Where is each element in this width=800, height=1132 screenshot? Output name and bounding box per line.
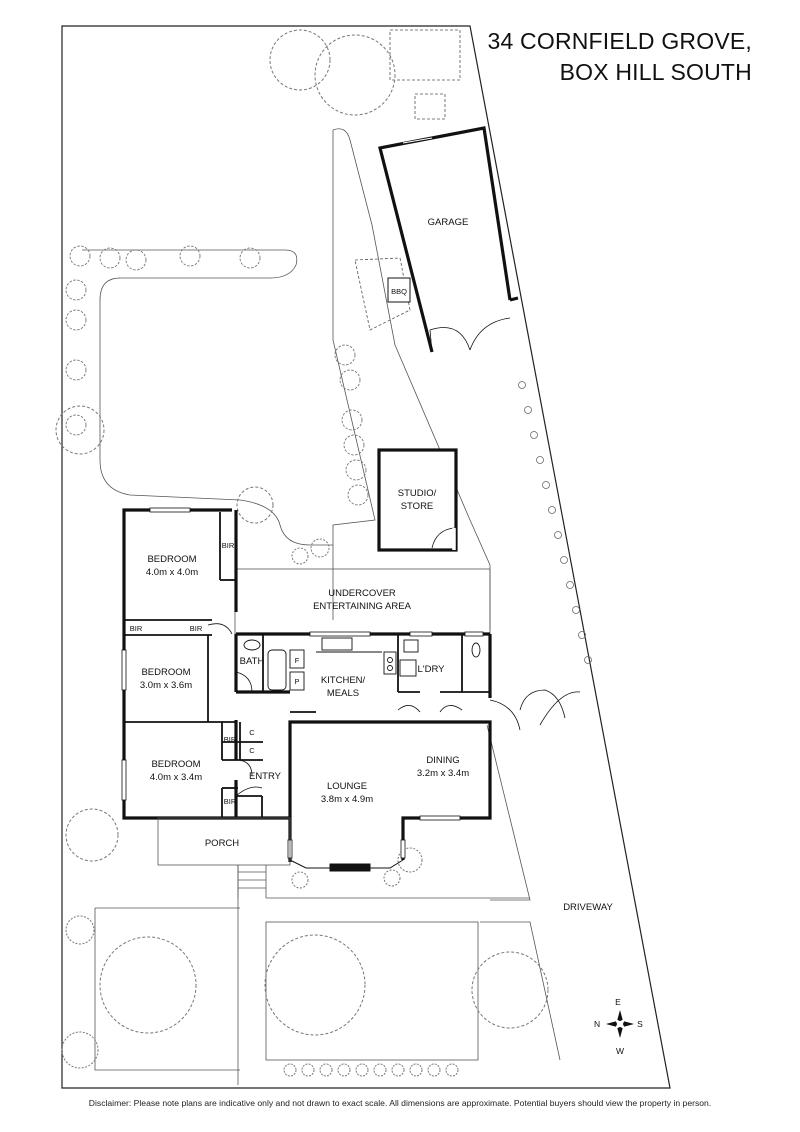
property-address: 34 CORNFIELD GROVE, BOX HILL SOUTH (487, 26, 752, 88)
bbq-box (387, 277, 411, 303)
kitchen-label-line1: KITCHEN/ (321, 675, 366, 686)
dining-label: DINING (426, 755, 459, 766)
address-line2: BOX HILL SOUTH (559, 59, 752, 85)
garage-label: GARAGE (428, 217, 469, 228)
door-swings (207, 623, 581, 797)
address-line1: 34 CORNFIELD GROVE, (487, 28, 752, 54)
bir5-label: BIR (224, 797, 237, 806)
bath-fixtures (243, 639, 305, 691)
bir3-label: BIR (190, 624, 203, 633)
cupboard1-label: C (249, 728, 255, 737)
bath-label: BATH (240, 656, 265, 667)
bedroom3-size: 4.0m x 3.4m (150, 772, 202, 783)
undercover-label-line2: ENTERTAINING AREA (313, 601, 411, 612)
entry-label: ENTRY (249, 771, 282, 782)
compass-south: S (637, 1019, 643, 1029)
bedroom2-size: 3.0m x 3.6m (140, 680, 192, 691)
compass-icon: E N S W (594, 997, 643, 1056)
driveway-label: DRIVEWAY (563, 902, 613, 913)
kitchen-fixtures (316, 637, 481, 677)
cupboard2-label: C (249, 746, 255, 755)
compass-east: E (615, 997, 621, 1007)
garage (378, 126, 519, 353)
garden-trees (55, 29, 592, 1077)
lounge-size: 3.8m x 4.9m (321, 794, 373, 805)
porch (157, 817, 291, 898)
interior-walls (124, 512, 490, 818)
lounge-bay (289, 859, 404, 872)
garden-outlines (82, 29, 561, 1085)
laundry-label: L'DRY (418, 664, 446, 675)
studio-label-line1: STUDIO/ (398, 488, 437, 499)
kitchen-label-line2: MEALS (327, 688, 359, 699)
studio-label-line2: STORE (401, 501, 434, 512)
compass-north: N (594, 1019, 600, 1029)
bedroom2-label: BEDROOM (141, 667, 190, 678)
disclaimer-text: Disclaimer: Please note plans are indica… (88, 1098, 712, 1108)
property-boundary (61, 25, 671, 1089)
bir2-label: BIR (130, 624, 143, 633)
bbq-label: BBQ (391, 287, 407, 296)
compass-west: W (616, 1046, 624, 1056)
bir1-label: BIR (222, 541, 235, 550)
pantry-p-label: P (294, 677, 299, 686)
bedroom1-label: BEDROOM (147, 554, 196, 565)
pantry-f-label: F (295, 656, 300, 665)
porch-label: PORCH (205, 838, 239, 849)
bir4-label: BIR (224, 735, 237, 744)
windows (121, 507, 484, 859)
lounge-label: LOUNGE (327, 781, 367, 792)
undercover-label-line1: UNDERCOVER (328, 588, 396, 599)
dining-size: 3.2m x 3.4m (417, 768, 469, 779)
studio-store (377, 448, 458, 552)
bedroom3-label: BEDROOM (151, 759, 200, 770)
bedroom1-size: 4.0m x 4.0m (146, 567, 198, 578)
